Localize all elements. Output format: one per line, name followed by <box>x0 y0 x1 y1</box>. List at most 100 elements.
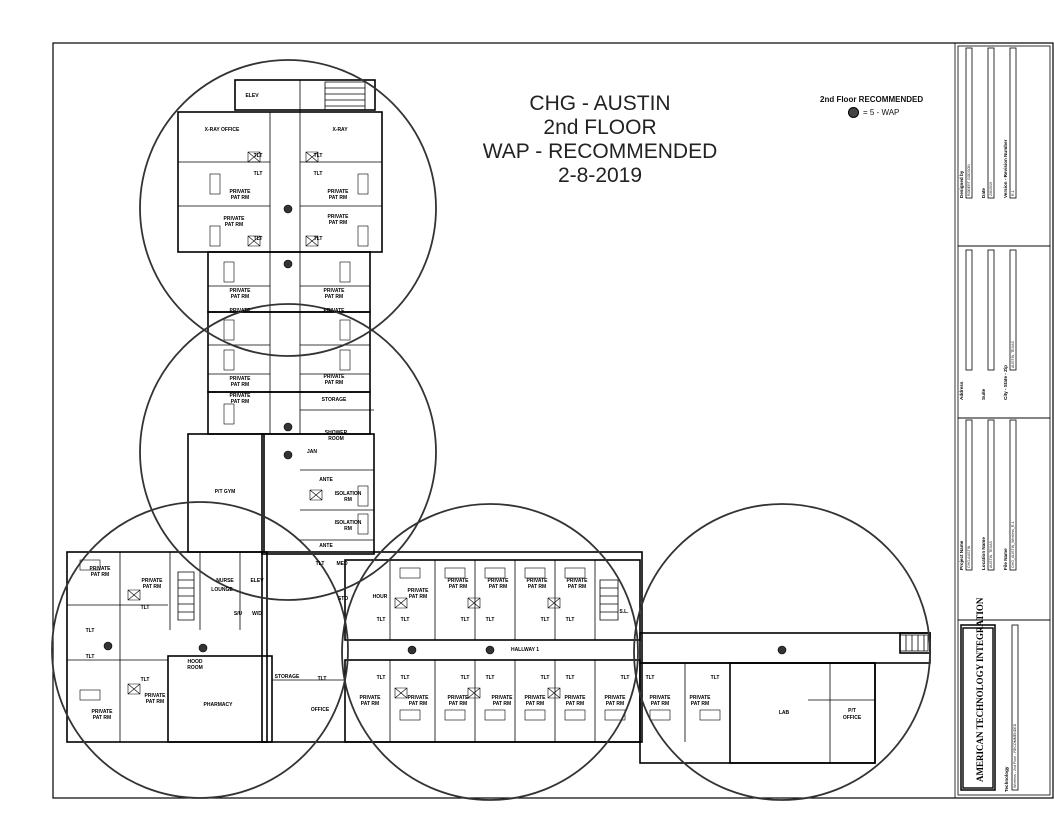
label-private: PRIVATE <box>230 189 252 195</box>
label-isolation-rm: RM <box>344 526 352 532</box>
label-pat-rm: PAT RM <box>691 701 709 707</box>
label-xray-office: X-RAY OFFICE <box>205 127 240 133</box>
room-furniture <box>79 151 721 721</box>
label-tlt: TLT <box>141 677 150 683</box>
label-sto: STO <box>338 596 348 602</box>
label-pat-rm: PAT RM <box>566 701 584 707</box>
label-private: PRIVATE <box>230 288 252 294</box>
legend-item: = 5 - WAP <box>863 108 900 117</box>
title-block-sidebar <box>954 43 1051 798</box>
city-value: AUSTIN, TEXAS <box>1011 341 1015 368</box>
date-value: 2/8/2019 <box>989 182 993 196</box>
label-pat-rm: PAT RM <box>651 701 669 707</box>
label-isolation: ISOLATION <box>335 491 362 497</box>
label-private: PRIVATE <box>567 578 589 584</box>
label-tlt: TLT <box>461 617 470 623</box>
version-label: Version - Revision Number <box>1003 139 1008 198</box>
wap-dot <box>407 645 417 655</box>
label-tlt: TLT <box>646 675 655 681</box>
label-tlt: TLT <box>316 561 325 567</box>
label-elev: ELEV <box>245 93 259 99</box>
label-pat-rm: PAT RM <box>146 699 164 705</box>
label-tlt: TLT <box>318 676 327 682</box>
file-label: File Name <box>1003 548 1008 570</box>
label-tlt: TLT <box>486 617 495 623</box>
label-isolation-rm: RM <box>344 497 352 503</box>
label-private: PRIVATE <box>448 578 470 584</box>
label-tlt: TLT <box>401 675 410 681</box>
label-pat-rm: PAT RM <box>231 294 249 300</box>
label-private: PRIVATE <box>448 695 470 701</box>
label-tlt: TLT <box>401 617 410 623</box>
label-pat-rm: PAT RM <box>225 222 243 228</box>
label-ante: ANTE <box>319 543 333 549</box>
label-tlt: TLT <box>141 605 150 611</box>
wap-dot <box>103 641 113 651</box>
label-tlt: TLT <box>314 236 323 242</box>
label-tlt: TLT <box>377 617 386 623</box>
technology-value: Wireless - 2nd Floor - RECOMMENDED <box>1013 723 1017 788</box>
designed-by-value: ROBERT GODSON <box>967 164 971 196</box>
label-pat-rm: PAT RM <box>493 701 511 707</box>
company-logo: AMERICAN TECHNOLOGY INTEGRATION <box>962 597 994 789</box>
coverage-circle <box>51 501 349 799</box>
label-pat-rm: PAT RM <box>93 715 111 721</box>
label-private: PRIVATE <box>488 578 510 584</box>
label-pat-rm: PAT RM <box>449 701 467 707</box>
label-ante: ANTE <box>319 477 333 483</box>
title-line-3: WAP - RECOMMENDED <box>482 140 718 163</box>
date-label: Date <box>981 188 986 198</box>
label-tlt: TLT <box>86 654 95 660</box>
label-storage: STORAGE <box>275 674 300 680</box>
wap-coverage-circles <box>51 59 931 801</box>
label-pat-rm: PAT RM <box>528 584 546 590</box>
drawing-title: CHG - AUSTIN 2nd FLOOR WAP - RECOMMENDED… <box>470 92 730 188</box>
label-tlt: TLT <box>461 675 470 681</box>
label-pat-rm: PAT RM <box>489 584 507 590</box>
coverage-circle <box>139 59 437 357</box>
label-hood-room: ROOM <box>187 665 203 671</box>
label-pat-rm: PAT RM <box>231 195 249 201</box>
city-label: City - State - Zip <box>1003 365 1008 400</box>
title-line-1: CHG - AUSTIN <box>529 92 671 115</box>
label-pat-rm: PAT RM <box>409 701 427 707</box>
label-hallway: HALLWAY 1 <box>511 647 539 653</box>
label-pt-gym: P/T GYM <box>215 489 236 495</box>
project-value: CHG-AUSTIN <box>967 545 971 568</box>
label-nurse: NURSE <box>216 578 234 584</box>
label-private: PRIVATE <box>230 393 252 399</box>
label-isolation: ISOLATION <box>335 520 362 526</box>
label-private: PRIVATE <box>408 588 430 594</box>
legend: 2nd Floor RECOMMENDED = 5 - WAP <box>820 95 923 118</box>
label-pat-rm: PAT RM <box>329 195 347 201</box>
file-value: CHG_AUSTIN_Wireless_R.1 <box>1011 521 1015 568</box>
label-shower: SHOWER <box>325 430 348 436</box>
label-pat-rm: PAT RM <box>329 220 347 226</box>
label-jan: JAN <box>307 449 317 455</box>
title-line-4: 2-8-2019 <box>557 164 643 187</box>
label-private: PRIVATE <box>90 566 112 572</box>
label-tlt: TLT <box>254 236 263 242</box>
label-nurse-lounge: LOUNGE <box>211 587 233 593</box>
label-tlt: TLT <box>254 171 263 177</box>
label-pat-rm: PAT RM <box>325 380 343 386</box>
suite-label: Suite <box>981 388 986 400</box>
label-tlt: TLT <box>621 675 630 681</box>
label-private: PRIVATE <box>360 695 382 701</box>
label-tlt: TLT <box>314 171 323 177</box>
wap-dot <box>283 422 293 432</box>
legend-heading: 2nd Floor RECOMMENDED <box>820 95 924 104</box>
label-pat-rm: PAT RM <box>449 584 467 590</box>
wap-dot <box>283 204 293 214</box>
label-pat-rm: PAT RM <box>409 594 427 600</box>
logo-text: AMERICAN TECHNOLOGY INTEGRATION <box>975 597 985 782</box>
version-value: R.1 <box>1011 190 1015 196</box>
label-tlt: TLT <box>377 675 386 681</box>
label-private: PRIVATE <box>565 695 587 701</box>
address-label: Address <box>959 381 964 400</box>
label-pat-rm: PAT RM <box>91 572 109 578</box>
label-pat-rm: PAT RM <box>568 584 586 590</box>
wap-dot <box>198 643 208 653</box>
coverage-circle <box>139 303 437 601</box>
sheet-border <box>52 42 1054 799</box>
